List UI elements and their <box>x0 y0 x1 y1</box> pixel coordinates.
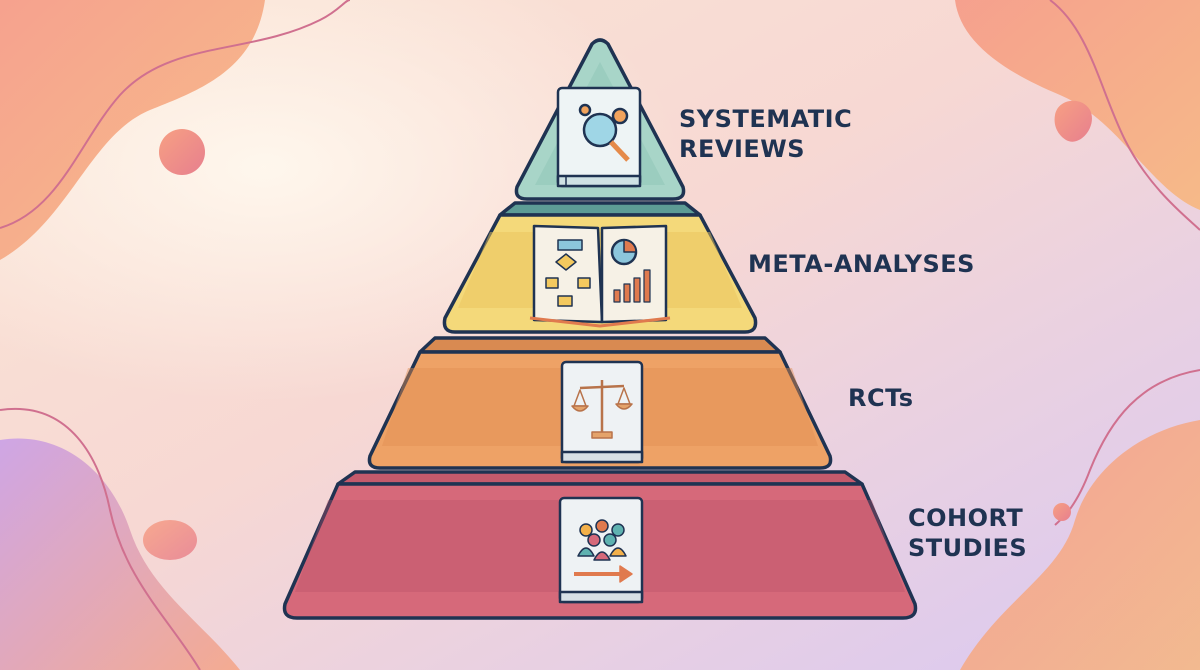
swirl-top-right <box>1049 0 1200 231</box>
blob-top-left <box>0 0 265 260</box>
blob-top-right <box>955 0 1200 210</box>
tier-label-rcts: RCTs <box>848 383 914 413</box>
magnifier-gears-book-icon <box>556 86 642 188</box>
tier-label-line: SYSTEMATIC <box>679 105 853 133</box>
tier-label-line: STUDIES <box>908 534 1028 562</box>
blob-bottom-right <box>960 420 1200 670</box>
tier-label-meta-analyses: META-ANALYSES <box>748 249 975 279</box>
tier-label-line: RCTs <box>848 384 914 412</box>
people-group-arrow-book-icon <box>558 496 644 604</box>
tier-label-cohort-studies: COHORT STUDIES <box>908 503 1027 563</box>
tier-label-systematic-reviews: SYSTEMATIC REVIEWS <box>679 104 852 164</box>
dot-bottom-right <box>1053 503 1071 521</box>
tier-label-line: COHORT <box>908 504 1024 532</box>
swirl-top-left <box>0 0 351 229</box>
tier-label-line: REVIEWS <box>679 135 806 163</box>
swirl-bottom-left <box>0 407 201 670</box>
balance-scale-book-icon <box>560 360 644 464</box>
tier-label-line: META-ANALYSES <box>748 250 975 278</box>
dot-bottom-left <box>143 520 197 560</box>
dot-top-right <box>1054 100 1092 142</box>
dot-top-left <box>159 129 205 175</box>
open-book-flowchart-pie-bar-icon <box>529 224 671 328</box>
blob-bottom-left <box>0 438 240 670</box>
